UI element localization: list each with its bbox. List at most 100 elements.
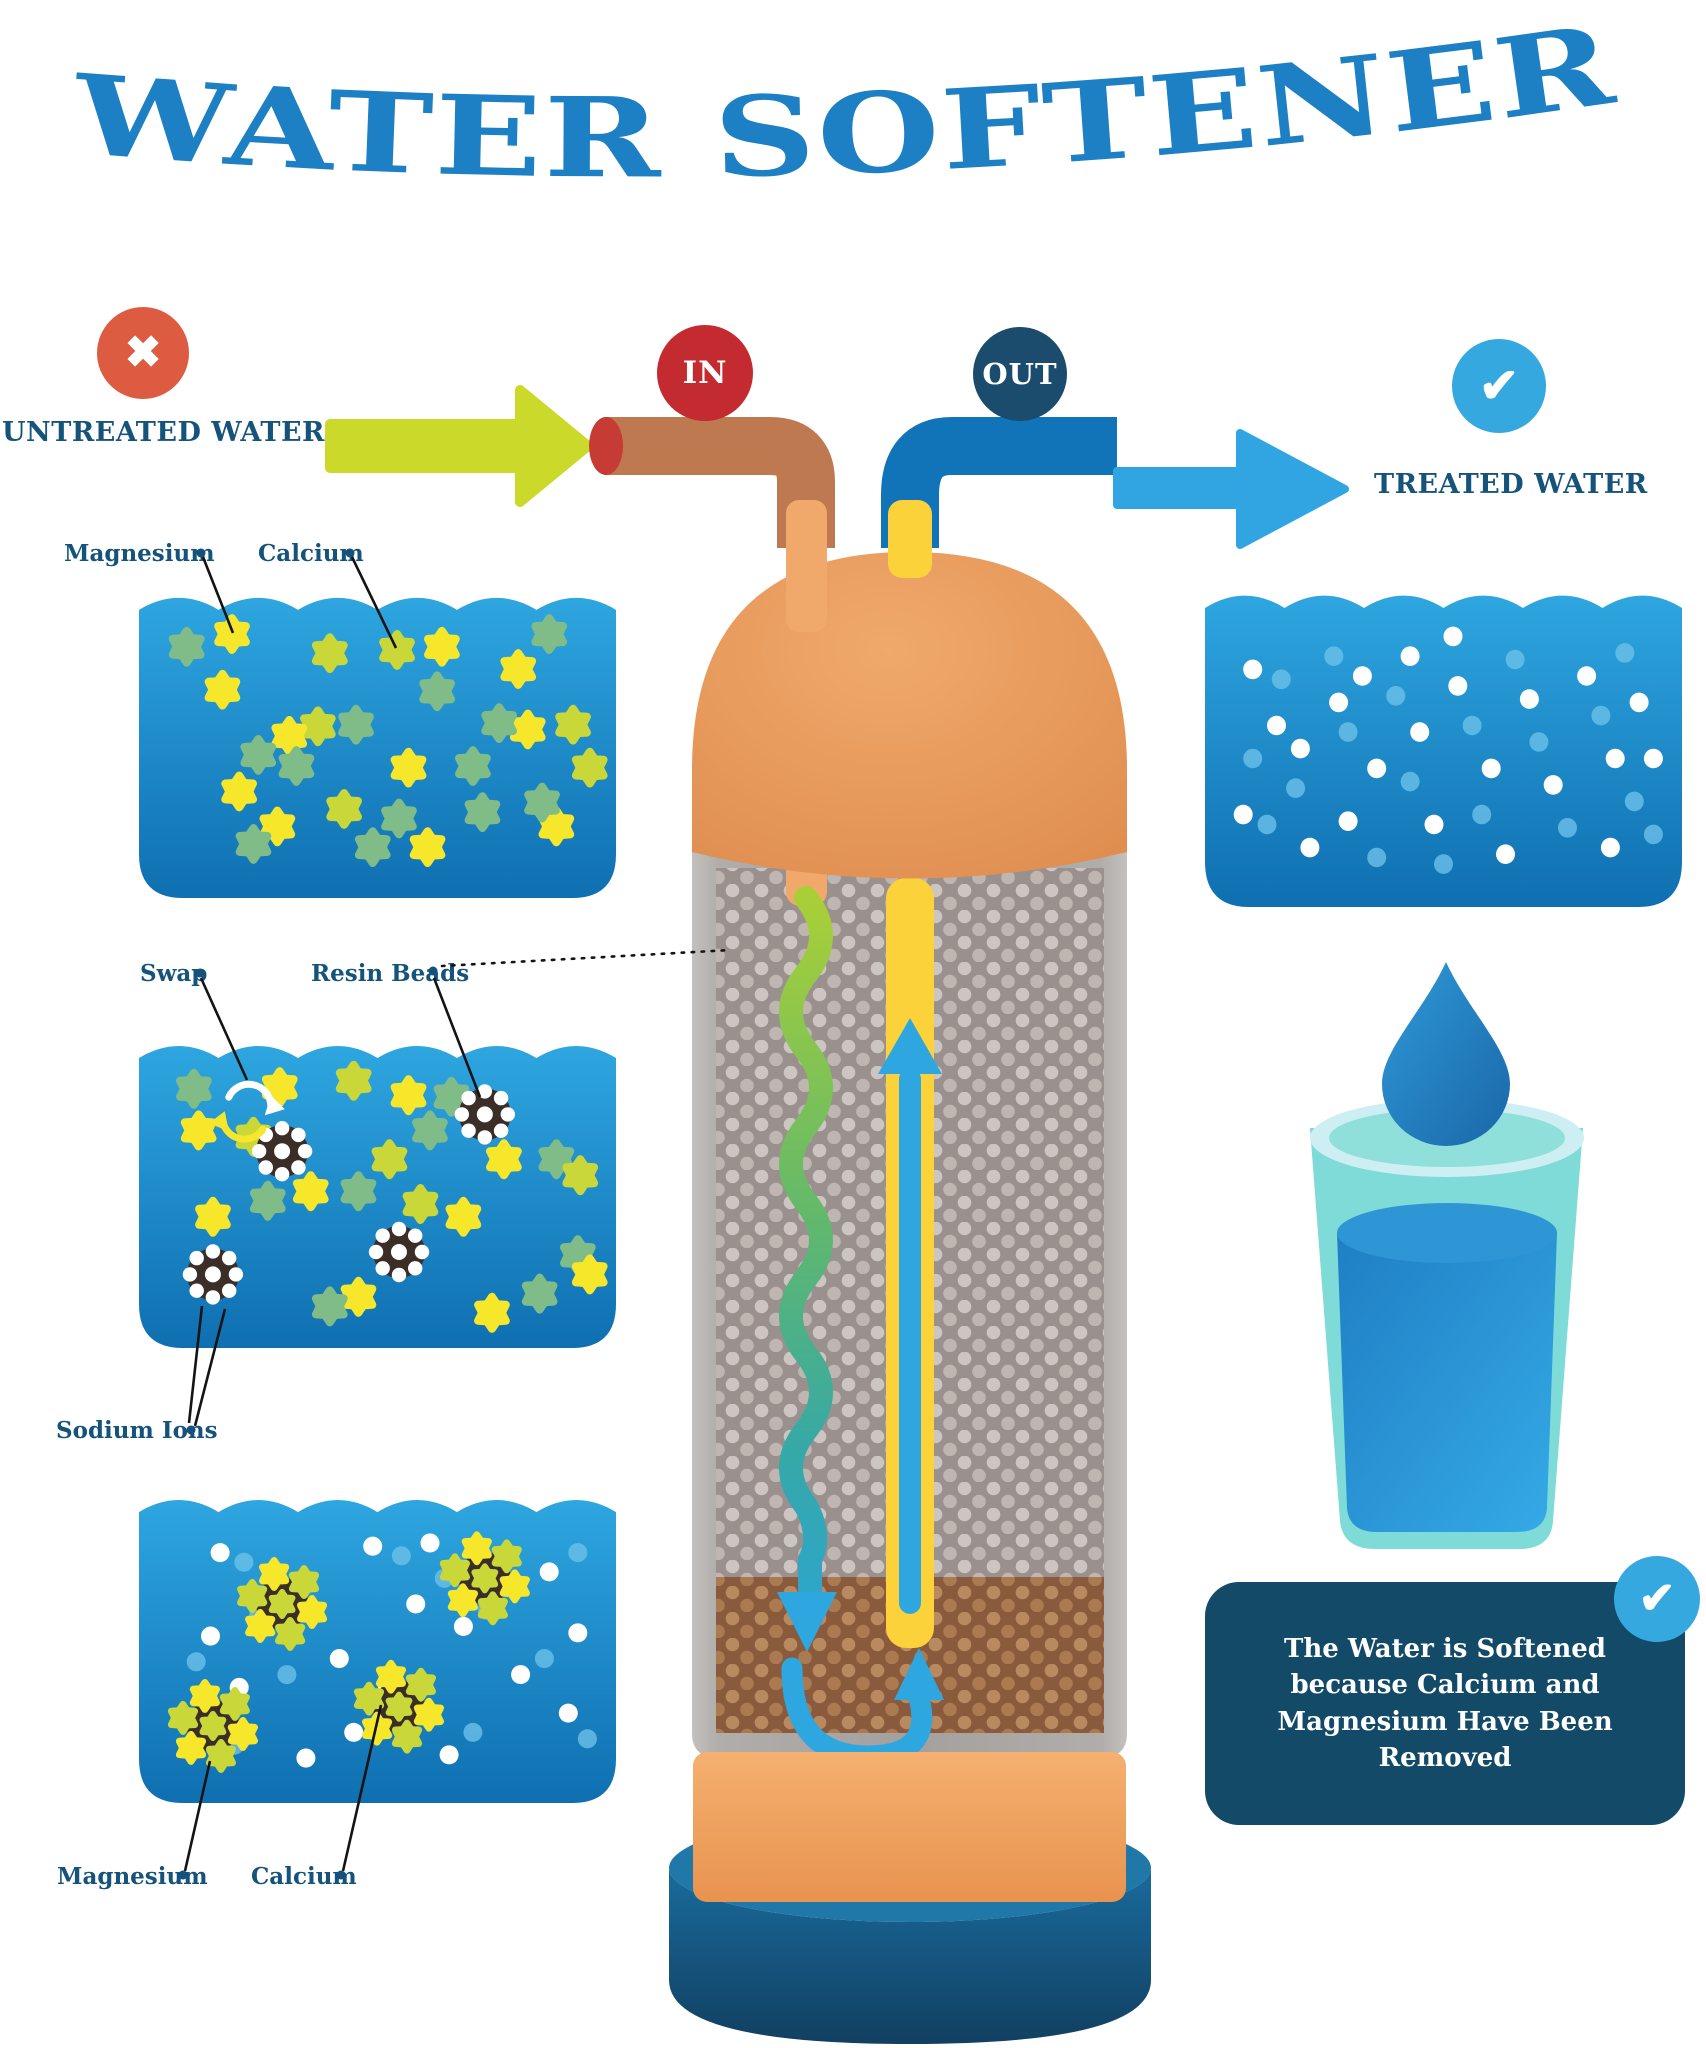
ion-star	[261, 1067, 298, 1108]
ion-star	[204, 669, 241, 710]
sodium-ion-dot	[511, 1665, 531, 1685]
sodium-ion-dot	[296, 1748, 316, 1768]
ion-star	[335, 1060, 372, 1101]
ion-star	[271, 715, 308, 756]
ion-star	[300, 706, 336, 747]
ion-star	[274, 1617, 306, 1651]
summary-text: The Water is Softened because Calcium an…	[1277, 1633, 1613, 1773]
ion-star	[249, 1180, 286, 1221]
ion-star	[390, 747, 427, 788]
sodium-ion-dot	[1300, 837, 1320, 858]
ion-star	[353, 1681, 385, 1716]
ion-star	[491, 1539, 522, 1574]
resin-bead	[368, 1221, 430, 1283]
sodium-ion-dot	[1324, 646, 1344, 666]
sodium-ion-dot	[539, 1562, 559, 1582]
ion-star	[205, 1739, 236, 1773]
ion-star	[419, 671, 455, 712]
summary-card: The Water is Softened because Calcium an…	[1205, 1582, 1685, 1825]
out-badge: OUT	[973, 327, 1067, 421]
sodium-ion-dot	[1286, 778, 1306, 798]
sodium-ion-dot	[1400, 646, 1420, 666]
ion-star	[390, 1075, 427, 1116]
sodium-ion-dot	[1400, 771, 1420, 792]
sodium-ion-dot	[1267, 715, 1286, 736]
ion-star	[235, 824, 272, 864]
in-badge-label: IN	[682, 354, 728, 391]
sodium-ion-dot	[1577, 666, 1597, 686]
ion-star	[195, 1196, 231, 1237]
treated-flow-arrow-icon	[1113, 429, 1349, 549]
ion-star	[237, 1579, 268, 1613]
inlet-pipe-opening	[589, 417, 623, 475]
swap-arrows-icon	[208, 1080, 285, 1143]
sodium-ion-dot	[1271, 669, 1291, 690]
softener-tank	[692, 848, 1127, 1767]
sodium-ion-dot	[1290, 738, 1310, 759]
sodium-ion-dot	[1424, 814, 1444, 835]
sodium-ion-dot	[1472, 804, 1492, 825]
ion-star	[531, 614, 568, 654]
check-icon: ✔	[1638, 1573, 1676, 1624]
untreated-water-label: UNTREATED WATER	[2, 417, 325, 448]
ion-star	[424, 626, 460, 667]
sodium-ion-dot	[1367, 758, 1387, 779]
sodium-ion-dot	[363, 1536, 383, 1556]
sodium-ion-dot	[210, 1543, 230, 1563]
sodium-ion-dot	[391, 1546, 411, 1566]
ion-star	[412, 1110, 448, 1151]
sodium-ion-dot	[568, 1623, 588, 1643]
ion-star	[219, 1687, 250, 1721]
outlet-pipe	[881, 417, 1117, 548]
resin-beads-label: Resin Beads	[311, 960, 470, 987]
sodium-ion-dot	[277, 1665, 297, 1685]
ion-star	[455, 746, 491, 786]
resin-bead-loaded	[167, 1679, 258, 1773]
in-badge: IN	[657, 325, 753, 421]
x-icon: ✖	[124, 327, 162, 378]
ion-star	[371, 1139, 408, 1180]
ion-star	[340, 1171, 377, 1212]
sodium-ion-dot	[1629, 692, 1649, 713]
check-icon: ✔	[1478, 358, 1520, 414]
ion-star	[168, 626, 205, 667]
ion-star	[445, 1196, 482, 1237]
leader-dot-group	[178, 548, 438, 1880]
resin-bead-loaded	[237, 1557, 328, 1651]
inlet-dip-pipe	[786, 500, 827, 632]
riser-top-stub	[888, 500, 932, 578]
ion-star	[381, 798, 417, 839]
sodium-ion-dot	[1233, 804, 1253, 825]
sodium-ion-dot	[439, 1745, 459, 1765]
u-turn-arrow-icon	[894, 1648, 944, 1700]
sodium-ion-dot	[1462, 715, 1482, 736]
ion-star	[524, 782, 560, 823]
ion-star	[409, 827, 446, 867]
untreated-badge: ✖	[97, 307, 189, 399]
sodium-ion-dot	[1600, 837, 1620, 858]
sodium-ion-dot	[1605, 748, 1625, 769]
sodium-ion-dot	[1643, 824, 1663, 845]
sodium-ion-dot	[1386, 686, 1406, 706]
ion-star	[326, 789, 362, 829]
sodium-ion-dot	[1591, 705, 1611, 726]
sodium-ion-dot	[1615, 643, 1635, 663]
sodium-ion-dot	[1443, 626, 1463, 647]
sodium-ion-dot	[1505, 649, 1525, 670]
sodium-ion-dot	[1529, 732, 1549, 752]
ion-star	[562, 1155, 599, 1196]
sodium-ion-dot	[1481, 758, 1501, 779]
ion-star	[240, 735, 277, 775]
sodium-ion-dot	[1367, 847, 1387, 868]
sodium-ion-dot	[1519, 689, 1539, 709]
captured-ions-sample-box	[139, 1500, 616, 1803]
summary-check-badge: ✔	[1614, 1556, 1700, 1642]
leader-line-group	[183, 556, 733, 1872]
sodium-ion-dot	[534, 1649, 554, 1669]
sodium-ion-dot	[1257, 814, 1277, 835]
ion-star	[433, 1076, 470, 1117]
ion-star	[268, 1588, 296, 1620]
ion-star	[447, 1583, 479, 1618]
ion-star	[176, 1068, 212, 1109]
ion-star	[474, 1292, 510, 1333]
